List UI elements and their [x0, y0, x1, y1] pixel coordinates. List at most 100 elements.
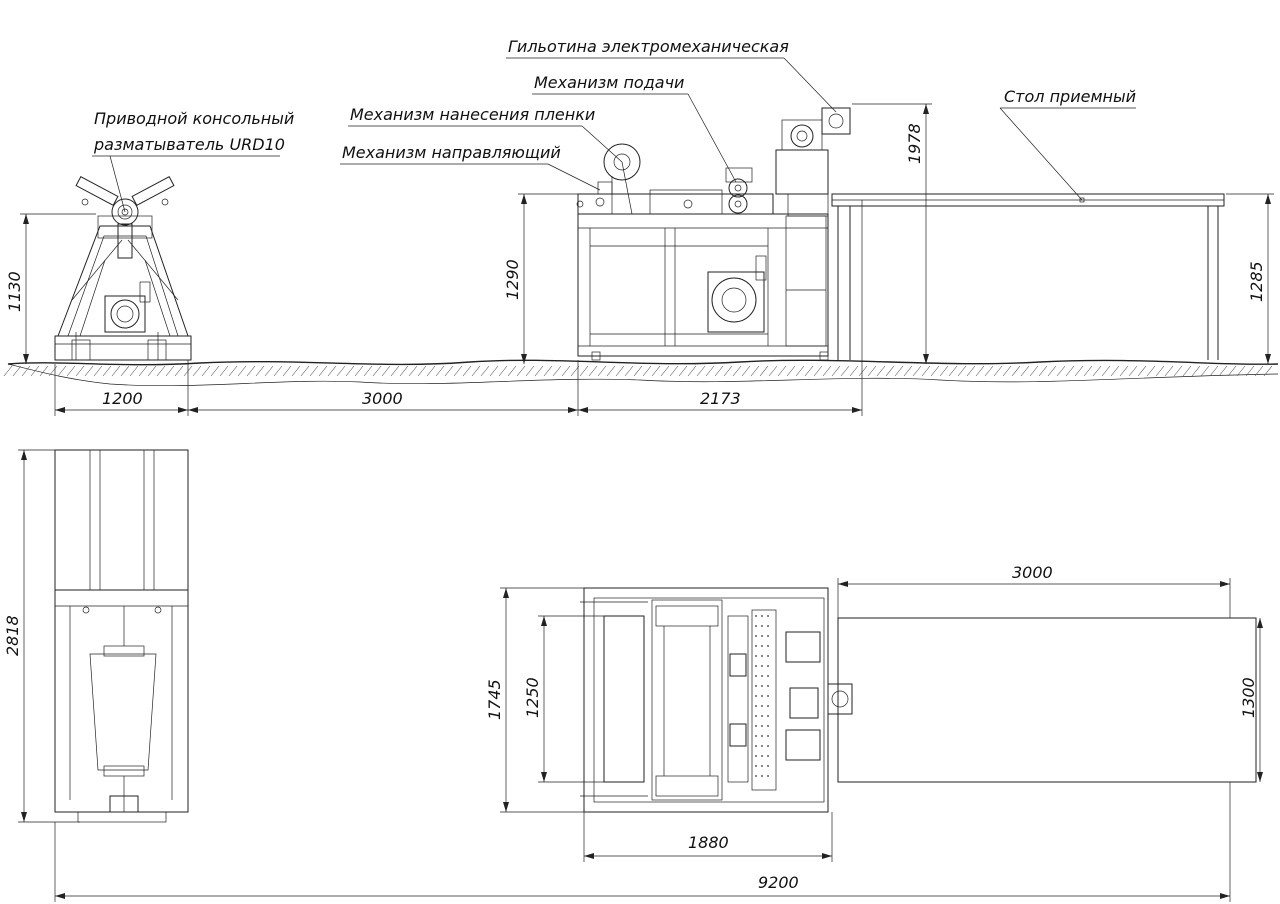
perforation-dot	[761, 665, 763, 667]
perforation-dot	[761, 635, 763, 637]
perforation-dot	[761, 625, 763, 627]
hatch-stroke	[912, 365, 922, 377]
label-guiding: Механизм направляющий	[342, 143, 561, 162]
hatch-stroke	[552, 365, 562, 377]
hatch-stroke	[714, 365, 724, 377]
hatch-stroke	[1002, 365, 1012, 377]
arrowhead	[1257, 618, 1263, 628]
hatch-stroke	[1254, 365, 1264, 377]
hatch-stroke	[1119, 365, 1129, 377]
hatch-stroke	[534, 365, 544, 377]
hatch-stroke	[435, 365, 445, 377]
arrowhead	[55, 893, 65, 899]
perforation-dot	[755, 695, 757, 697]
hatch-stroke	[210, 365, 220, 377]
hatch-stroke	[1173, 365, 1183, 377]
hatch-stroke	[561, 365, 571, 377]
hatch-stroke	[12, 365, 22, 377]
perforation-dot	[761, 655, 763, 657]
perforation-dot	[767, 755, 769, 757]
hatch-stroke	[255, 365, 265, 377]
hatch-stroke	[345, 365, 355, 377]
hatch-stroke	[705, 365, 715, 377]
hatch-stroke	[1236, 365, 1246, 377]
hatch-stroke	[1245, 365, 1255, 377]
ground-hatch	[3, 365, 1273, 377]
perforation-dot	[761, 725, 763, 727]
hatch-stroke	[282, 365, 292, 377]
arrowhead	[838, 581, 848, 587]
arrowhead	[822, 853, 832, 859]
arrowhead	[923, 354, 929, 364]
perforation-dot	[767, 745, 769, 747]
arrowhead	[188, 407, 198, 413]
dim-machine-height: 1290	[503, 259, 522, 300]
hatch-stroke	[921, 365, 931, 377]
hatch-stroke	[138, 365, 148, 377]
hatch-stroke	[903, 365, 913, 377]
hatch-stroke	[3, 365, 13, 377]
hatch-stroke	[948, 365, 958, 377]
hatch-stroke	[930, 365, 940, 377]
hatch-stroke	[1029, 365, 1039, 377]
arrowhead	[541, 772, 547, 782]
hatch-stroke	[1164, 365, 1174, 377]
hatch-stroke	[462, 365, 472, 377]
dim-gap-length: 3000	[362, 389, 403, 408]
hatch-stroke	[741, 365, 751, 377]
perforation-dot	[755, 755, 757, 757]
hatch-stroke	[642, 365, 652, 377]
hatch-stroke	[768, 365, 778, 377]
label-guillotine: Гильотина электромеханическая	[508, 37, 789, 56]
hatch-stroke	[318, 365, 328, 377]
hatch-stroke	[147, 365, 157, 377]
hatch-stroke	[615, 365, 625, 377]
arrowhead	[503, 802, 509, 812]
hatch-stroke	[1074, 365, 1084, 377]
dimension-lines	[18, 103, 1274, 902]
arrowhead	[521, 194, 527, 204]
hatch-stroke	[498, 365, 508, 377]
hatch-stroke	[786, 365, 796, 377]
hatch-stroke	[327, 365, 337, 377]
perforation-dot	[767, 615, 769, 617]
hatch-stroke	[966, 365, 976, 377]
hatch-stroke	[696, 365, 706, 377]
hatch-stroke	[687, 365, 697, 377]
arrowhead	[923, 104, 929, 114]
hatch-stroke	[336, 365, 346, 377]
perforation-dot	[761, 755, 763, 757]
perforation-dot	[755, 775, 757, 777]
hatch-stroke	[1092, 365, 1102, 377]
dim-machine-plan-width: 1745	[485, 679, 504, 720]
hatch-stroke	[894, 365, 904, 377]
uncoiler-side-view	[54, 176, 192, 361]
hatch-stroke	[723, 365, 733, 377]
arrowhead	[23, 354, 29, 364]
hatch-stroke	[849, 365, 859, 377]
hatch-stroke	[1110, 365, 1120, 377]
hatch-stroke	[858, 365, 868, 377]
hatch-stroke	[93, 365, 103, 377]
arrowhead	[578, 407, 588, 413]
hatch-stroke	[57, 365, 67, 377]
hatch-stroke	[381, 365, 391, 377]
arrowhead	[1220, 893, 1230, 899]
perforation-dot	[761, 685, 763, 687]
hatch-stroke	[300, 365, 310, 377]
arrowhead	[852, 407, 862, 413]
hatch-stroke	[588, 365, 598, 377]
hatch-stroke	[120, 365, 130, 377]
hatch-stroke	[732, 365, 742, 377]
hatch-stroke	[795, 365, 805, 377]
hatch-stroke	[822, 365, 832, 377]
dim-uncoiler-height: 1130	[5, 271, 24, 312]
arrowhead	[1265, 354, 1271, 364]
leader-lines	[92, 57, 1136, 213]
hatch-stroke	[579, 365, 589, 377]
dimension-arrows	[21, 104, 1271, 899]
hatch-stroke	[75, 365, 85, 377]
perforation-dot	[755, 745, 757, 747]
hatch-stroke	[669, 365, 679, 377]
hatch-stroke	[372, 365, 382, 377]
